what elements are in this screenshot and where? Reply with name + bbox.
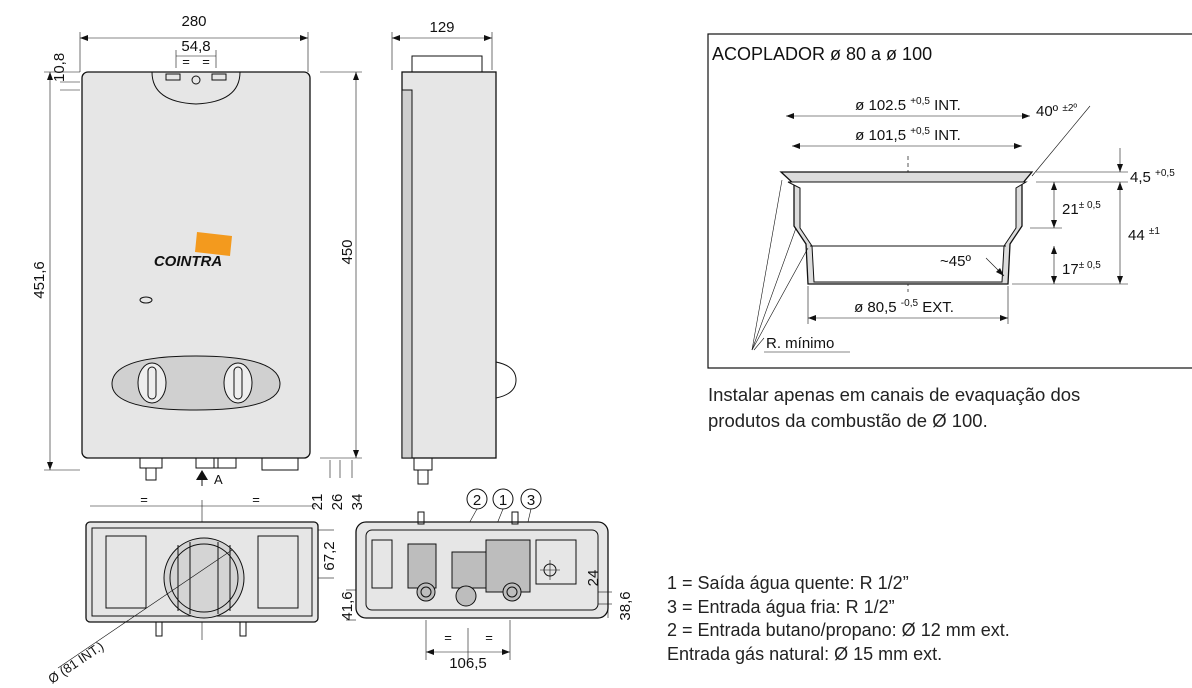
eq-mark: =: [140, 492, 148, 507]
legend-item: 3 = Entrada água fria: R 1/2”: [667, 596, 895, 617]
eq-mark: =: [444, 630, 452, 645]
installation-note: Instalar apenas em canais de evaquação d…: [708, 382, 1080, 434]
eq-mark: =: [485, 630, 493, 645]
dim-d-ext: ø 80,5 -0,5 EXT.: [854, 298, 954, 316]
view-arrow-label: A: [214, 472, 223, 487]
eq-mark: =: [182, 54, 190, 69]
dim-41-6: 41,6: [339, 591, 356, 620]
side-view: 129: [391, 19, 517, 485]
eq-mark: =: [252, 492, 260, 507]
note-line-1: Instalar apenas em canais de evaquação d…: [708, 384, 1081, 405]
dim-h-lower: 17± 0,5: [1062, 260, 1101, 278]
brand-logo: COINTRA: [154, 253, 222, 270]
dim-cone-angle: ~45º: [940, 253, 971, 270]
radius-label: R. mínimo: [766, 335, 834, 352]
dim-h-total: 44 ±1: [1128, 226, 1160, 244]
dim-angle: 40º ±2º: [1036, 103, 1077, 120]
legend-item: 2 = Entrada butano/propano: Ø 12 mm ext.: [667, 620, 1010, 640]
legend-item: Entrada gás natural: Ø 15 mm ext.: [667, 643, 943, 664]
dim-width: 280: [181, 13, 206, 30]
front-view: 280 54,8 = = 10,8 451,6 COINTRA: [31, 13, 366, 510]
dim-67-2: 67,2: [321, 541, 338, 570]
dim-bottom-34: 34: [349, 494, 366, 511]
dim-body-height: 450: [339, 239, 356, 264]
dim-bracket-spacing: 54,8: [181, 38, 210, 55]
dim-depth: 129: [429, 19, 454, 36]
dim-d-inner: ø 101,5 +0,5 INT.: [855, 126, 961, 144]
acoplador-title: ACOPLADOR ø 80 a ø 100: [712, 44, 932, 64]
dim-bottom-21: 21: [309, 494, 326, 511]
legend-item: 1 = Saída água quente: R 1/2”: [667, 573, 909, 593]
dim-top-offset: 10,8: [51, 53, 68, 82]
dim-106-5: 106,5: [449, 655, 487, 672]
acoplador-detail: ACOPLADOR ø 80 a ø 100 ø 102.5 +0,5 INT.…: [707, 33, 1192, 369]
dim-d-outer: ø 102.5 +0,5 INT.: [855, 96, 961, 114]
dim-h-upper: 21± 0,5: [1062, 200, 1101, 218]
connection-view: 2 1 3 41,6 24 38,6: [339, 488, 634, 672]
dim-total-height: 451,6: [31, 261, 48, 299]
marker-2: 2: [473, 492, 481, 509]
marker-3: 3: [527, 492, 535, 509]
view-arrow-icon: [196, 470, 208, 480]
eq-mark: =: [202, 54, 210, 69]
dim-bottom-26: 26: [329, 494, 346, 511]
connection-legend: 1 = Saída água quente: R 1/2” 3 = Entrad…: [667, 572, 1010, 666]
dim-38-6: 38,6: [617, 591, 634, 620]
dim-flue-diameter: Ø (81 INT.): [45, 638, 106, 686]
note-line-2: produtos da combustão de Ø 100.: [708, 410, 988, 431]
brand-logo-mark: [195, 232, 232, 256]
acoplador-frame: [707, 33, 1192, 369]
dim-24: 24: [585, 570, 602, 587]
bottom-view: = = Ø (81 INT.) 67,2: [45, 492, 338, 686]
dim-h-top: 4,5 +0,5: [1130, 168, 1175, 186]
marker-1: 1: [499, 492, 507, 509]
